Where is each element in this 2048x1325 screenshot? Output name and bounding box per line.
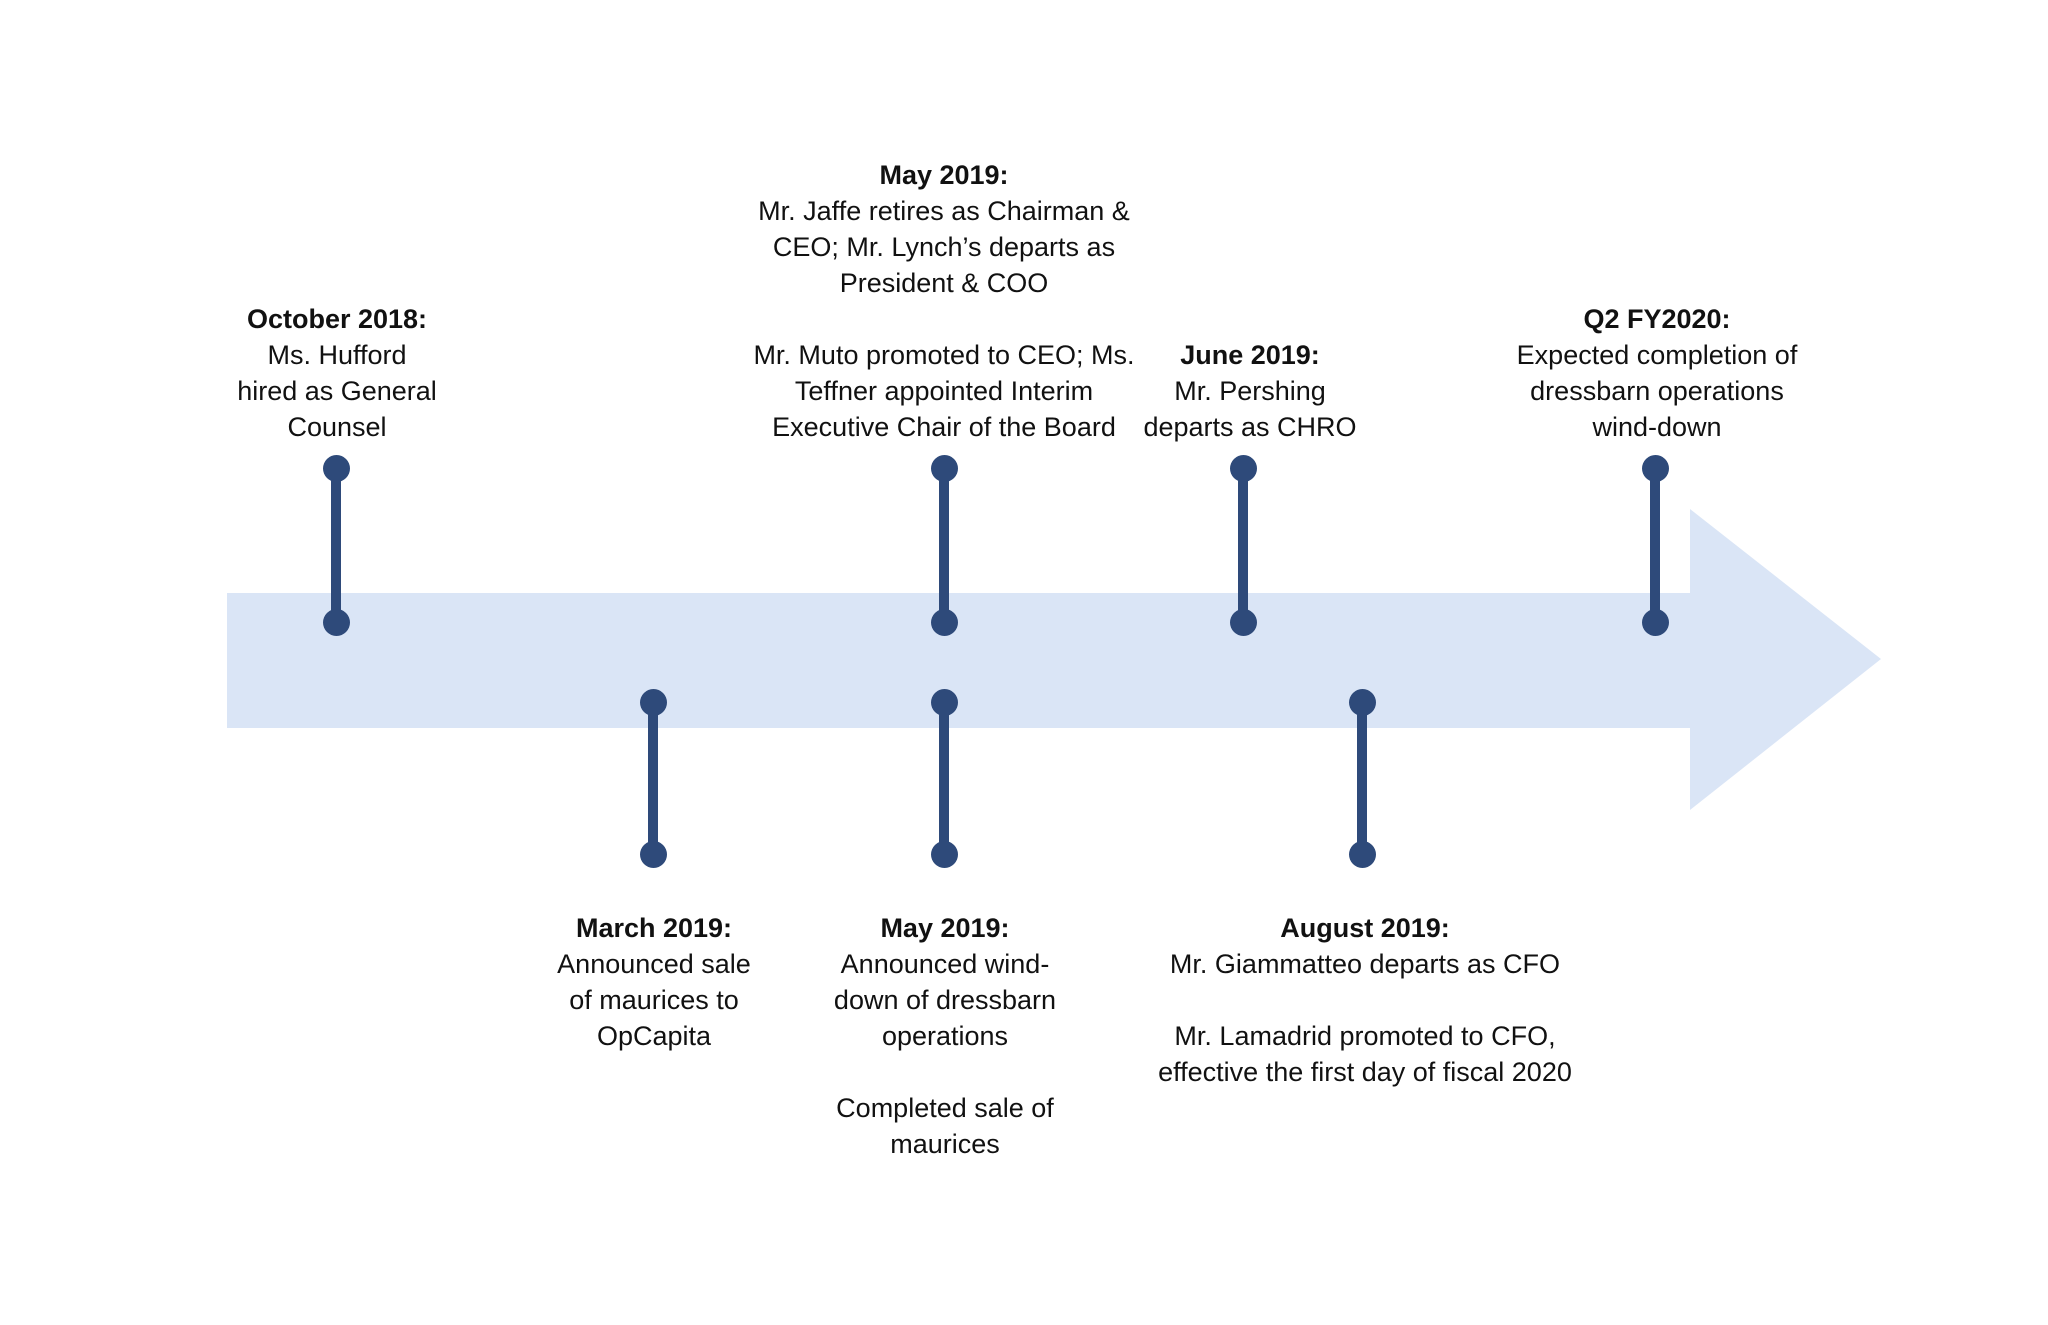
event-paragraph: Expected completion of dressbarn operati… [1517, 337, 1798, 445]
event-label-june-2019: June 2019: Mr. Pershing departs as CHRO [1143, 337, 1356, 445]
event-label-may-2019-leadership: May 2019: Mr. Jaffe retires as Chairman … [753, 157, 1134, 445]
connector-may-2019-leadership [931, 455, 958, 636]
event-date: March 2019: [575, 913, 733, 943]
event-paragraph: Announced wind- down of dressbarn operat… [834, 946, 1056, 1054]
event-line: Mr. Pershing [1174, 376, 1326, 406]
event-paragraph: Mr. Lamadrid promoted to CFO, effective … [1158, 1018, 1572, 1090]
event-line: President & COO [839, 268, 1049, 298]
event-line: Mr. Jaffe retires as Chairman & [758, 196, 1130, 226]
event-line: down of dressbarn [833, 985, 1057, 1015]
event-line: Ms. Hufford [267, 340, 407, 370]
event-line: Mr. Lamadrid promoted to CFO, [1174, 1021, 1556, 1051]
event-line: Executive Chair of the Board [772, 412, 1116, 442]
event-label-march-2019: March 2019: Announced sale of maurices t… [557, 910, 751, 1054]
event-line: effective the first day of fiscal 2020 [1158, 1057, 1572, 1087]
connector-stem [648, 702, 658, 855]
connector-q2-fy2020 [1642, 455, 1669, 636]
event-paragraph: Mr. Pershing departs as CHRO [1143, 373, 1356, 445]
connector-dot-bottom [931, 841, 958, 868]
connector-dot-bottom [931, 609, 958, 636]
connector-stem [331, 468, 341, 623]
event-line: Mr. Giammatteo departs as CFO [1169, 949, 1561, 979]
connector-stem [939, 702, 949, 855]
connector-march-2019 [640, 689, 667, 868]
event-date: June 2019: [1180, 340, 1320, 370]
connector-may-2019-dressbarn [931, 689, 958, 868]
timeline-arrow-head [1690, 509, 1881, 810]
event-paragraph: Mr. Muto promoted to CEO; Ms. Teffner ap… [753, 337, 1134, 445]
event-line: Teffner appointed Interim [794, 376, 1094, 406]
event-line: Expected completion of [1516, 340, 1798, 370]
connector-stem [1650, 468, 1660, 623]
event-paragraph: Ms. Hufford hired as General Counsel [237, 337, 437, 445]
connector-dot-bottom [323, 609, 350, 636]
event-line: Announced sale [557, 949, 751, 979]
event-label-august-2019: August 2019: Mr. Giammatteo departs as C… [1158, 910, 1572, 1090]
event-date: August 2019: [1280, 913, 1450, 943]
event-paragraph: Completed sale of maurices [834, 1090, 1056, 1162]
event-date: May 2019: [880, 913, 1010, 943]
event-line: Counsel [287, 412, 387, 442]
event-line: of maurices to [569, 985, 739, 1015]
connector-august-2019 [1349, 689, 1376, 868]
connector-dot-bottom [640, 841, 667, 868]
connector-dot-bottom [1349, 841, 1376, 868]
connector-stem [939, 468, 949, 623]
event-label-q2-fy2020: Q2 FY2020: Expected completion of dressb… [1517, 301, 1798, 445]
event-line: dressbarn operations [1530, 376, 1784, 406]
event-paragraph: Mr. Jaffe retires as Chairman & CEO; Mr.… [753, 193, 1134, 301]
event-paragraph: Mr. Giammatteo departs as CFO [1158, 946, 1572, 982]
event-line: maurices [890, 1129, 1000, 1159]
event-line: Completed sale of [836, 1093, 1054, 1123]
connector-dot-bottom [1230, 609, 1257, 636]
connector-dot-bottom [1642, 609, 1669, 636]
event-line: Mr. Muto promoted to CEO; Ms. [753, 340, 1135, 370]
connector-stem [1357, 702, 1367, 855]
event-date: May 2019: [879, 160, 1009, 190]
event-line: hired as General [237, 376, 437, 406]
connector-june-2019 [1230, 455, 1257, 636]
event-line: Announced wind- [840, 949, 1050, 979]
event-line: CEO; Mr. Lynch’s departs as [772, 232, 1116, 262]
event-line: operations [881, 1021, 1009, 1051]
event-line: wind-down [1592, 412, 1722, 442]
event-label-october-2018: October 2018: Ms. Hufford hired as Gener… [237, 301, 437, 445]
event-date: October 2018: [246, 304, 428, 334]
event-paragraph: Announced sale of maurices to OpCapita [557, 946, 751, 1054]
timeline-arrow-shaft [227, 593, 1690, 728]
event-label-may-2019-dressbarn: May 2019: Announced wind- down of dressb… [834, 910, 1056, 1162]
connector-october-2018 [323, 455, 350, 636]
event-line: departs as CHRO [1143, 412, 1357, 442]
event-line: OpCapita [596, 1021, 712, 1051]
event-date: Q2 FY2020: [1583, 304, 1731, 334]
connector-stem [1238, 468, 1248, 623]
